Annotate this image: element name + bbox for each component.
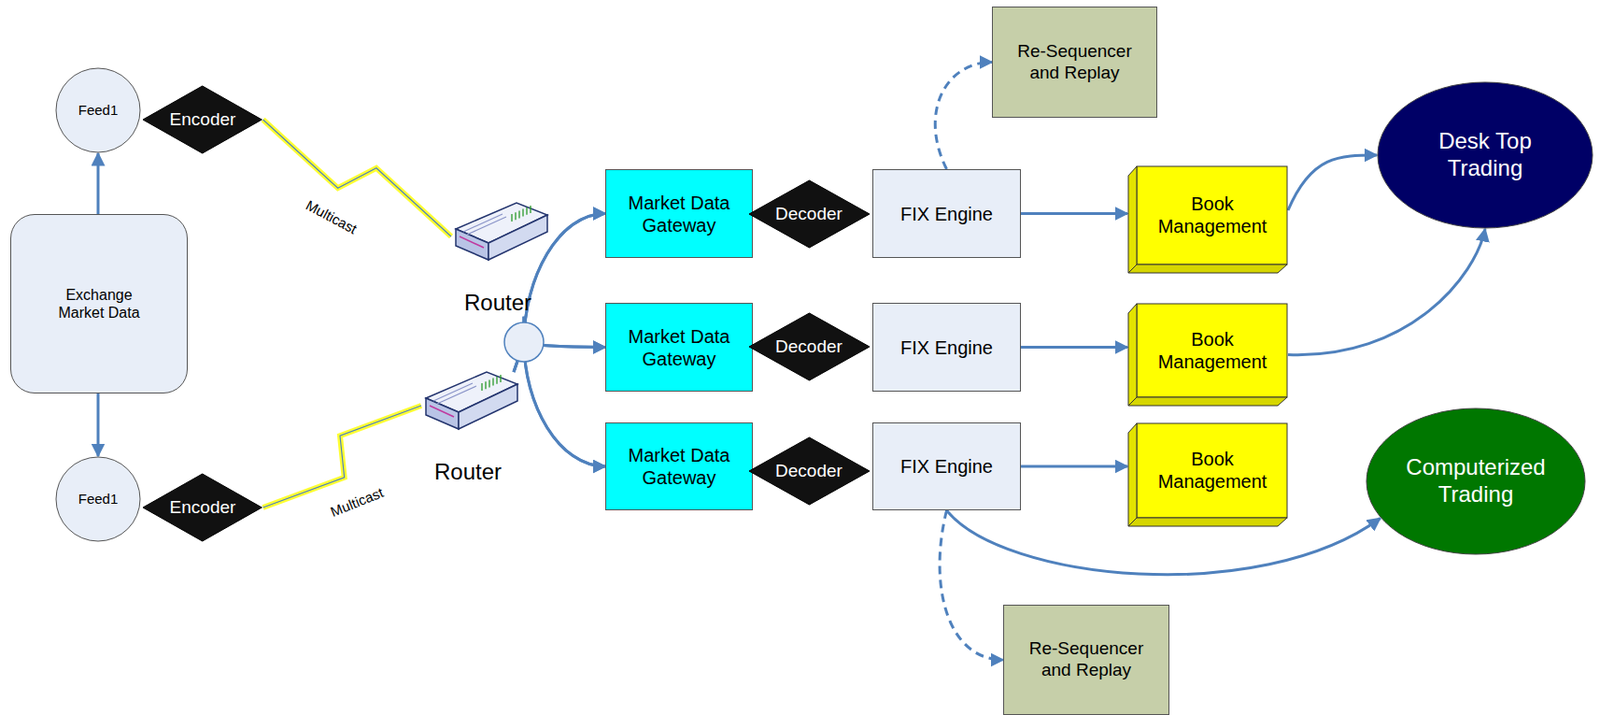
node-label: Desk Top Trading	[1410, 127, 1560, 183]
encoder-diamond: Encoder	[141, 472, 263, 542]
node-label: FIX Engine	[900, 454, 993, 478]
edge-label: Multicast	[303, 197, 360, 238]
node-label: Decoder	[775, 460, 843, 482]
gateway-box: Market Data Gateway	[605, 302, 753, 392]
node-label: Decoder	[775, 203, 843, 226]
connector-arrow	[97, 153, 100, 214]
router-label: Router	[434, 458, 502, 486]
edge-label: Multicast	[327, 483, 385, 520]
multicast-link	[263, 119, 452, 237]
node-label: Market Data Gateway	[622, 191, 737, 237]
node-label: Encoder	[169, 109, 237, 131]
node-label: Exchange Market Data	[47, 285, 151, 322]
replay-box: Re-Sequencer and Replay	[991, 6, 1158, 118]
junction-dot	[504, 322, 544, 362]
node-label: Book Management	[1149, 447, 1276, 493]
trading-ellipse: Desk Top Trading	[1376, 81, 1594, 229]
book-box: Book Management	[1127, 422, 1289, 527]
connector-arrow	[1020, 212, 1128, 215]
replay-box: Re-Sequencer and Replay	[1003, 604, 1170, 715]
node-label: Book Management	[1149, 192, 1276, 238]
connector-arrow	[1288, 155, 1377, 211]
decoder-diamond: Decoder	[748, 436, 871, 506]
lightning-outline	[263, 405, 422, 508]
encoder-diamond: Encoder	[141, 84, 263, 155]
node-label: Market Data Gateway	[622, 325, 737, 370]
node-label: Book Management	[1149, 327, 1276, 373]
gateway-box: Market Data Gateway	[605, 169, 753, 258]
multicast-link	[263, 405, 422, 508]
dashed-connector	[934, 62, 992, 170]
lightning-bolt	[263, 405, 422, 508]
node-label: Re-Sequencer and Replay	[1019, 637, 1155, 681]
decoder-diamond: Decoder	[748, 311, 871, 382]
router-node: Router	[446, 200, 550, 317]
connector-arrow	[97, 393, 100, 456]
connector-arrow	[1288, 228, 1486, 355]
node-label: Feed1	[78, 101, 119, 119]
fix-engine-box: FIX Engine	[872, 422, 1021, 510]
feed-circle: Feed1	[55, 67, 142, 154]
connector-arrow	[947, 509, 1381, 575]
lightning-bolt	[263, 119, 452, 237]
node-label: Market Data Gateway	[622, 443, 737, 489]
node-label: FIX Engine	[900, 202, 993, 226]
fix-engine-box: FIX Engine	[872, 169, 1021, 258]
source-box: Exchange Market Data	[10, 213, 188, 394]
node-label: Encoder	[169, 496, 237, 519]
fix-engine-box: FIX Engine	[872, 302, 1021, 392]
lightning-outline	[263, 119, 452, 237]
node-label: FIX Engine	[900, 336, 993, 359]
trading-ellipse: Computerized Trading	[1365, 407, 1586, 555]
router-label: Router	[464, 289, 532, 317]
decoder-diamond: Decoder	[748, 179, 871, 249]
node-label: Decoder	[775, 336, 843, 358]
book-box: Book Management	[1127, 302, 1289, 407]
feed-circle: Feed1	[55, 455, 142, 542]
router-icon	[446, 200, 550, 271]
gateway-box: Market Data Gateway	[605, 422, 753, 510]
book-box: Book Management	[1127, 165, 1289, 274]
connector-arrow	[1020, 345, 1128, 349]
connector-arrow	[1020, 465, 1128, 468]
router-node: Router	[416, 369, 520, 486]
router-icon	[416, 369, 520, 440]
node-label: Computerized Trading	[1401, 453, 1551, 509]
node-label: Re-Sequencer and Replay	[1006, 41, 1143, 85]
node-label: Feed1	[78, 490, 119, 508]
